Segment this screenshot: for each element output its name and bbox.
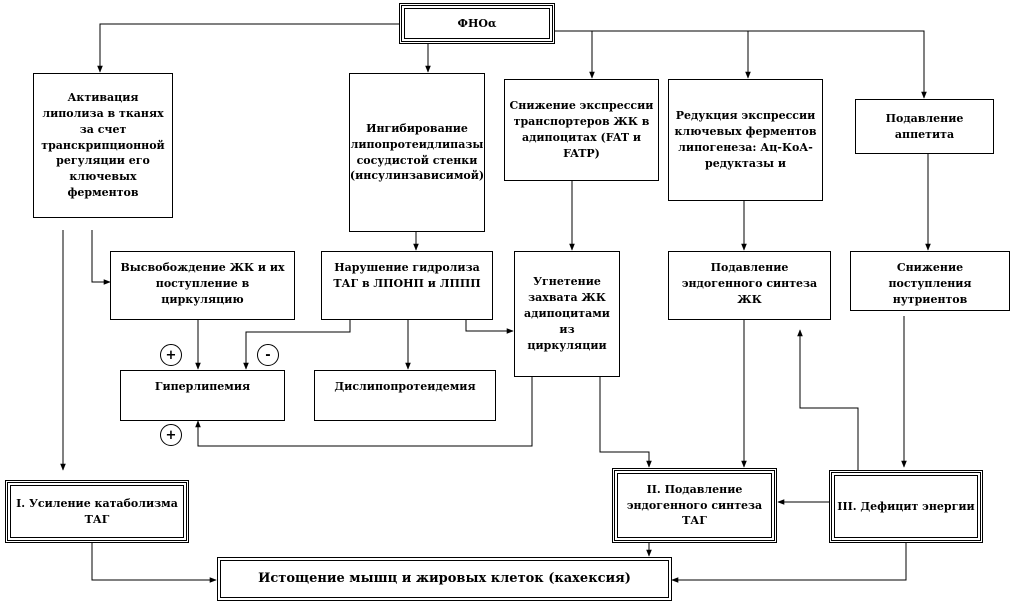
tag-hydrolysis-node: Нарушение гидролиза ТАГ в ЛПОНП и ЛППП (321, 251, 493, 320)
lipolysis-activation-node: Активация липолиза в тканях за счет тран… (33, 73, 173, 218)
arrow-tnf-to-transporters (554, 30, 927, 99)
dyslipoproteinemia-node: Дислипопротеидемия (314, 370, 496, 421)
arrow-tag-to-uptake (465, 320, 514, 334)
plus-sign: + (160, 344, 182, 366)
appetite-suppression-node: Подавление аппетита (855, 99, 994, 154)
lipogenesis-enzymes-node: Редукция экспрессии ключевых ферментов л… (668, 79, 823, 201)
minus-sign: - (257, 344, 279, 366)
fa-uptake-inhibition-node: Угнетение захвата ЖК адипоцитами из цирк… (514, 251, 620, 377)
energy-deficit-node: III. Дефицит энергии (829, 470, 983, 543)
tnf-alpha-node: ФНОα (399, 3, 555, 44)
hyperlipemia-node: Гиперлипемия (120, 370, 285, 421)
plus-sign: + (160, 424, 182, 446)
lpl-inhibition-node: Ингибирование липопротеидлипазы сосудист… (349, 73, 485, 232)
endogenous-fa-node: Подавление эндогенного синтеза ЖК (668, 251, 831, 320)
arrow-energy-to-cachexia (671, 543, 907, 583)
arrow-catabolism-to-cachexia (91, 543, 217, 583)
tag-catabolism-node: I. Усиление катаболизма ТАГ (5, 480, 189, 543)
arrow-lipolysis-to-fa-release (91, 230, 111, 285)
endogenous-tag-node: II. Подавление эндогенного синтеза ТАГ (612, 468, 777, 543)
arrow-tag-to-hyperlipemia (243, 320, 351, 370)
fa-release-node: Высвобождение ЖК и их поступление в цирк… (110, 251, 295, 320)
nutrients-reduction-node: Снижение поступления нутриентов (850, 251, 1010, 311)
cachexia-node: Истощение мышц и жировых клеток (кахекси… (217, 557, 672, 601)
transporters-reduction-node: Снижение экспрессии транспортеров ЖК в а… (504, 79, 659, 181)
arrow-tnf-to-lipolysis (97, 23, 400, 73)
arrow-uptake-to-hyperlipemia (195, 377, 533, 447)
arrow-energy-to-endofa (797, 329, 859, 470)
arrow-uptake-to-endogenous-tag (599, 377, 652, 468)
